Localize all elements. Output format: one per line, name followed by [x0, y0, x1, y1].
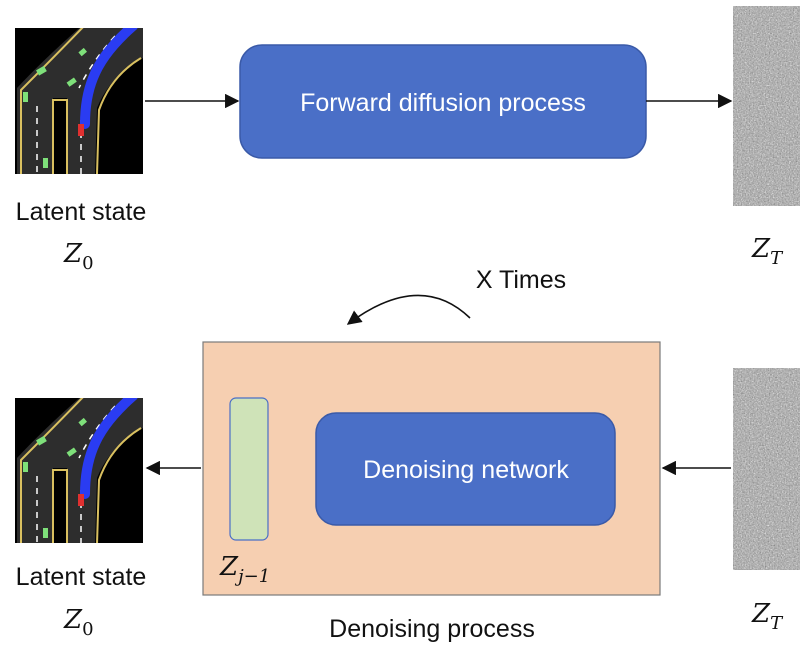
input-caption: Latent state — [16, 198, 147, 226]
denoising-network-label: Denoising network — [363, 456, 569, 484]
noise-image-bottom — [733, 368, 800, 570]
output-scene-image — [15, 393, 143, 544]
denoising-network-box — [315, 412, 616, 526]
noise-symbol-bottom: ZT — [751, 599, 784, 634]
input-symbol: Z0 — [63, 239, 94, 274]
intermediate-latent-symbol: Zj−1 — [219, 552, 270, 587]
input-scene-image — [15, 23, 143, 174]
noise-image-top — [733, 6, 800, 206]
denoising-process-caption: Denoising process — [329, 615, 535, 643]
output-symbol: Z0 — [63, 605, 94, 640]
loop-arrow — [346, 294, 471, 325]
forward-diffusion-label: Forward diffusion process — [300, 89, 586, 117]
loop-label: X Times — [476, 266, 566, 294]
intermediate-latent-bar — [229, 397, 269, 541]
noise-symbol-top: ZT — [751, 234, 784, 269]
output-caption: Latent state — [16, 563, 147, 591]
